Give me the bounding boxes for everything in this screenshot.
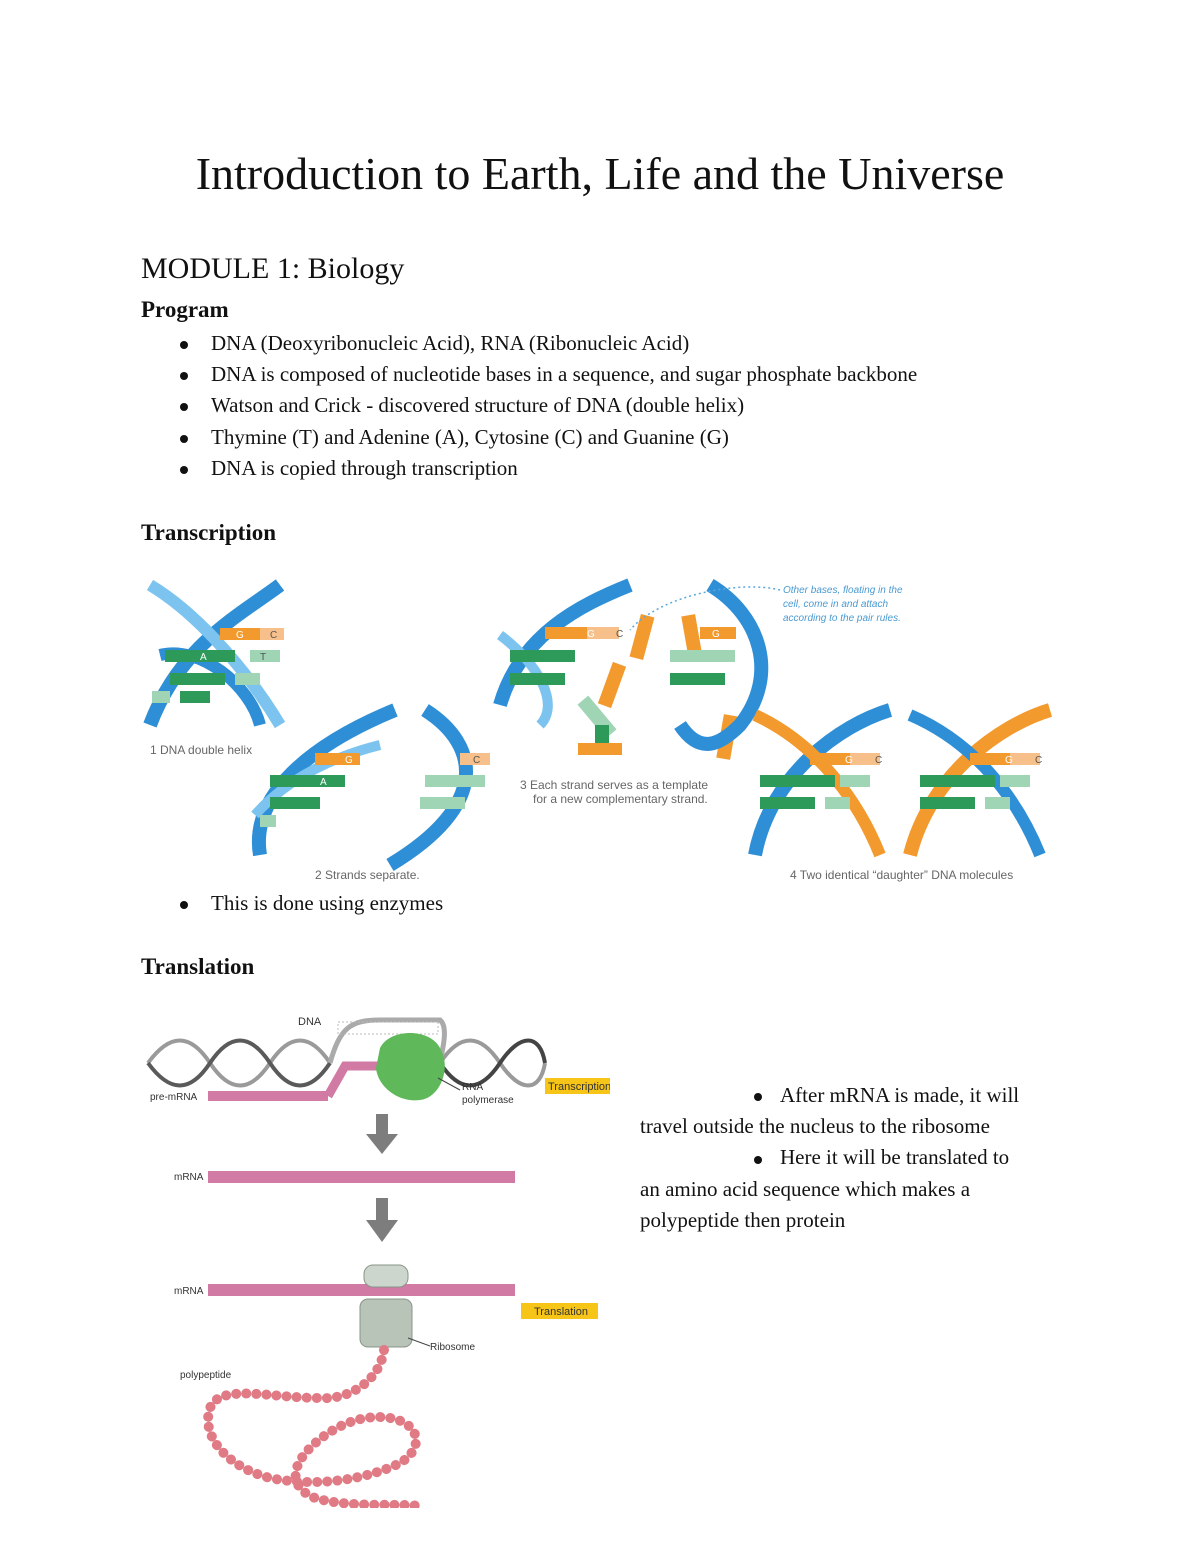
rna-polymerase-label: polymerase [462, 1095, 514, 1106]
mrna-label: mRNA [174, 1286, 204, 1297]
program-bullet: Thymine (T) and Adenine (A), Cytosine (C… [176, 422, 917, 453]
bullet-icon [754, 1093, 762, 1102]
dna-double-helix-1: G C A T [143, 579, 286, 729]
translation-heading: Translation [141, 954, 255, 979]
base-label: A [320, 777, 327, 788]
dna-helix [146, 1017, 547, 1088]
translation-notes: After mRNA is made, it will travel outsi… [640, 1080, 1060, 1236]
transcription-tag-label: Transcription [548, 1081, 610, 1093]
arrow-down-icon [376, 1114, 388, 1136]
mrna-strand [208, 1284, 515, 1296]
translation-tag [521, 1303, 598, 1319]
ribosome [359, 1298, 413, 1348]
daughter-molecule-2: G C [903, 703, 1053, 858]
note-text: according to the pair rules. [783, 613, 901, 624]
program-bullet-list: DNA (Deoxyribonucleic Acid), RNA (Ribonu… [176, 328, 917, 484]
base-label: G [845, 755, 853, 766]
mrna-label: mRNA [174, 1172, 204, 1183]
ribosome-label: Ribosome [430, 1342, 475, 1353]
base-label: C [875, 755, 882, 766]
arrow-down-icon [366, 1220, 398, 1242]
dna-replication-figure: G C A T 1 DNA double helix G A C 2 Stran… [143, 578, 1053, 882]
arrow-down-icon [376, 1198, 388, 1222]
translation-tag-label: Translation [534, 1306, 588, 1318]
base-label: G [1005, 755, 1013, 766]
ribosome-small-subunit [363, 1264, 409, 1288]
note-line: Here it will be translated to [780, 1145, 1010, 1170]
base-label: A [200, 652, 207, 663]
translation-figure: DNA pre-mRNA RNA polymerase Transcriptio… [146, 1016, 610, 1508]
note-text: Other bases, floating in the [783, 585, 903, 596]
step-3-caption: for a new complementary strand. [533, 792, 708, 806]
rna-polymerase-label: RNA [462, 1082, 483, 1093]
step-3-caption: 3 Each strand serves as a template [520, 778, 708, 792]
note-line: travel outside the nucleus to the riboso… [640, 1114, 990, 1139]
step-4-caption: 4 Two identical “daughter” DNA molecules [790, 868, 1013, 882]
template-strands: G C G [493, 578, 781, 760]
program-bullet: DNA is copied through transcription [176, 453, 917, 484]
document-title: Introduction to Earth, Life and the Univ… [195, 148, 1005, 199]
base-label: C [270, 630, 277, 641]
base-label: C [473, 755, 480, 766]
pre-mrna-strand [208, 1091, 328, 1101]
mrna-strand [208, 1171, 515, 1183]
module-heading: MODULE 1: Biology [141, 252, 405, 285]
base-label: G [345, 755, 353, 766]
base-label: C [1035, 755, 1042, 766]
program-heading: Program [141, 297, 229, 322]
transcription-bullet: This is done using enzymes [176, 888, 443, 919]
transcription-tag [545, 1078, 610, 1094]
polypeptide-label: polypeptide [180, 1370, 232, 1381]
note-line: After mRNA is made, it will [780, 1083, 1020, 1107]
base-label: T [260, 652, 266, 663]
note-line: an amino acid sequence which makes a [640, 1176, 971, 1201]
step-2-caption: 2 Strands separate. [315, 868, 420, 882]
pre-mrna-label: pre-mRNA [150, 1092, 198, 1103]
base-label: G [236, 630, 244, 641]
transcription-heading: Transcription [141, 520, 277, 545]
polypeptide-chain [203, 1345, 427, 1508]
rna-polymerase [376, 1033, 445, 1101]
base-label: G [587, 629, 595, 640]
separated-strands: G A C [251, 703, 490, 872]
step-1-caption: 1 DNA double helix [150, 743, 252, 757]
daughter-molecule-1: G C [748, 703, 893, 858]
program-bullet: Watson and Crick - discovered structure … [176, 390, 917, 421]
bullet-icon [754, 1155, 762, 1164]
program-bullet: DNA is composed of nucleotide bases in a… [176, 359, 917, 390]
base-label: C [616, 629, 623, 640]
base-label: G [712, 629, 720, 640]
note-line: polypeptide then protein [640, 1207, 846, 1232]
program-bullet: DNA (Deoxyribonucleic Acid), RNA (Ribonu… [176, 328, 917, 359]
note-text: cell, come in and attach [783, 599, 888, 610]
transcription-bullet-list: This is done using enzymes [176, 888, 443, 919]
arrow-down-icon [366, 1134, 398, 1154]
dna-label: DNA [298, 1016, 322, 1028]
